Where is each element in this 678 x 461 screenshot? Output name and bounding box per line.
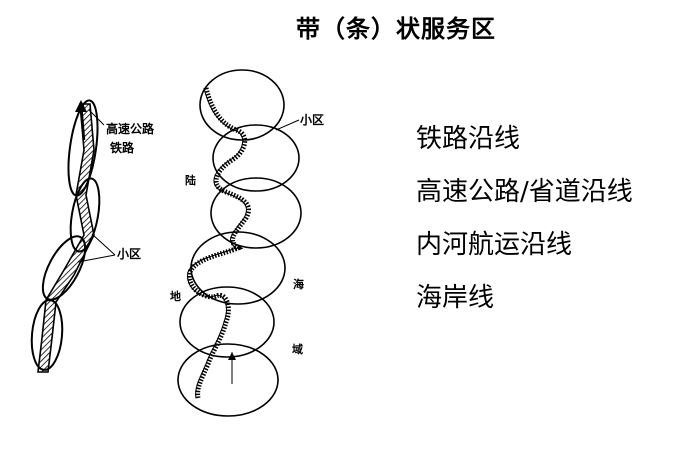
list-item: 铁路沿线	[416, 122, 633, 175]
label-cell-right: 小区	[300, 112, 324, 127]
label-land-2: 地	[170, 289, 181, 303]
list-item: 高速公路/省道沿线	[416, 175, 633, 228]
cell-leader-line-a	[92, 234, 115, 255]
label-sea-1: 海	[293, 277, 304, 291]
railway-track	[38, 104, 94, 372]
coast-cell-3	[211, 178, 301, 248]
coastal-coverage-diagram: 小区 陆 地 海 域	[170, 70, 324, 416]
list-item: 海岸线	[416, 281, 633, 334]
scenario-list: 铁路沿线 高速公路/省道沿线 内河航运沿线 海岸线	[416, 122, 633, 334]
coast-cell-6	[178, 344, 278, 416]
list-item: 内河航运沿线	[416, 228, 633, 281]
label-sea-2: 域	[292, 342, 303, 356]
coast-cell-2	[213, 125, 299, 191]
linear-coverage-diagram: 高速公路 铁路 小区	[29, 99, 155, 372]
label-railway: 铁路	[110, 140, 135, 155]
coast-cell-4	[191, 232, 285, 304]
label-land-1: 陆	[185, 173, 196, 187]
label-cell-left: 小区	[117, 246, 141, 261]
label-highway: 高速公路	[106, 121, 155, 136]
